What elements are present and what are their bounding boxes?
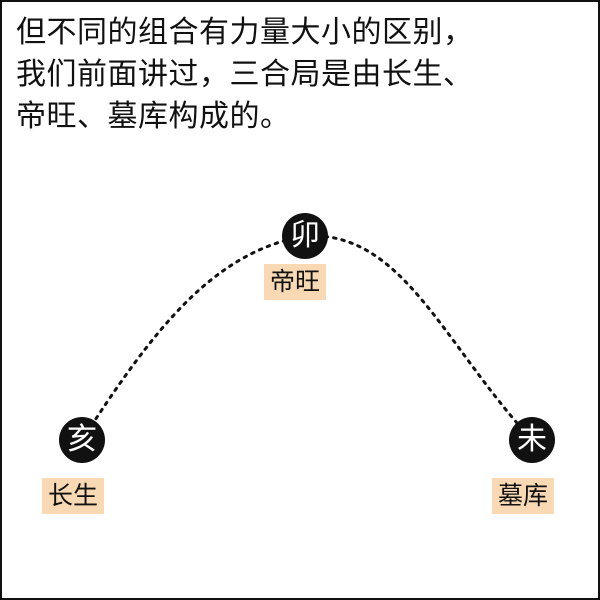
intro-line-2: 我们前面讲过，三合局是由长生、 [16, 57, 474, 92]
intro-line-3: 帝旺、墓库构成的。 [16, 99, 291, 134]
intro-text: 但不同的组合有力量大小的区别， 我们前面讲过，三合局是由长生、 帝旺、墓库构成的… [16, 12, 588, 138]
label-mu-ku: 墓库 [492, 478, 555, 514]
label-chang-sheng: 长生 [42, 478, 105, 514]
node-mao: 卯 [282, 213, 328, 259]
intro-line-1: 但不同的组合有力量大小的区别， [16, 15, 474, 50]
dotted-arc-path [80, 234, 534, 442]
node-wei: 未 [509, 417, 555, 463]
node-hai: 亥 [59, 417, 105, 463]
label-di-wang: 帝旺 [264, 264, 327, 300]
